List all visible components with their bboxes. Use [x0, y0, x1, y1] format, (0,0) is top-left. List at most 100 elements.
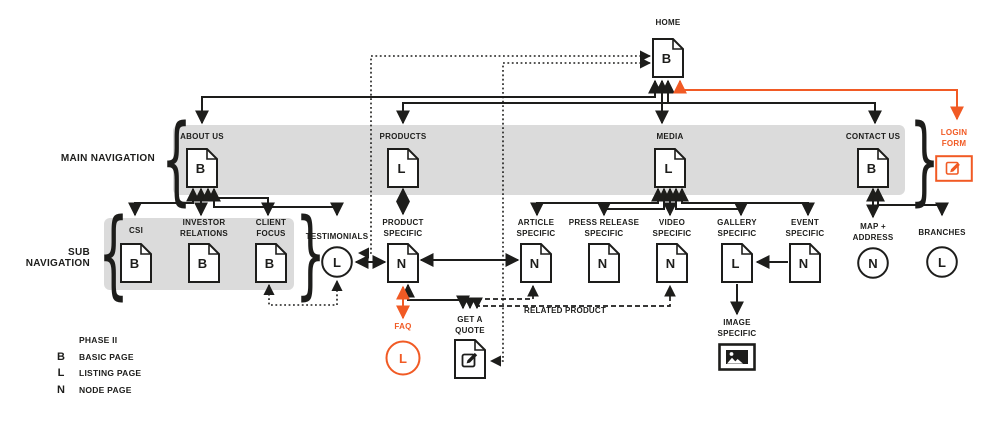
node-csi: CSI B [86, 225, 186, 283]
svg-text:L: L [333, 255, 341, 270]
svg-text:L: L [732, 256, 740, 271]
svg-text:B: B [662, 51, 671, 66]
page-icon: B [186, 148, 218, 188]
legend-item-node: N NODE PAGE [52, 382, 141, 399]
svg-text:B: B [198, 256, 207, 271]
node-testimonials-label: TESTIMONIALS [305, 232, 369, 241]
node-home-label: HOME [655, 18, 681, 27]
svg-text:B: B [867, 161, 876, 176]
circle-icon: N [857, 247, 889, 279]
svg-text:B: B [265, 256, 274, 271]
svg-text:B: B [196, 161, 205, 176]
node-image-specific-label2: SPECIFIC [717, 329, 757, 338]
legend-item-listing-label: LISTING PAGE [79, 368, 142, 379]
page-icon: N [387, 243, 419, 283]
page-icon: N [789, 243, 821, 283]
page-icon: N [588, 243, 620, 283]
page-icon: B [652, 38, 684, 78]
node-gallery-specific-label2: SPECIFIC [717, 229, 757, 238]
node-gallery-specific: GALLERY SPECIFIC L [687, 217, 787, 283]
node-about-us: ABOUT US B [152, 131, 252, 188]
svg-text:L: L [665, 161, 673, 176]
node-client-focus: CLIENT FOCUS B [221, 217, 321, 283]
legend-item-listing: L LISTING PAGE [52, 365, 141, 382]
image-icon [718, 343, 756, 371]
node-about-us-label: ABOUT US [180, 132, 224, 141]
svg-text:L: L [399, 351, 407, 366]
node-event-specific-label: EVENT [791, 218, 819, 227]
node-video-specific-label2: SPECIFIC [652, 229, 692, 238]
node-product-specific: PRODUCT SPECIFIC N [353, 217, 453, 283]
page-icon: L [654, 148, 686, 188]
sub-navigation-label: SUB NAVIGATION [25, 247, 90, 269]
page-icon: L [721, 243, 753, 283]
node-product-specific-label: PRODUCT [382, 218, 424, 227]
node-gallery-specific-label: GALLERY [717, 218, 757, 227]
node-video-specific-label: VIDEO [658, 218, 686, 227]
node-media: MEDIA L [620, 131, 720, 188]
node-products: PRODUCTS L [353, 131, 453, 188]
node-product-specific-label2: SPECIFIC [383, 229, 423, 238]
node-faq: FAQ L [353, 321, 453, 376]
node-login-form: LOGIN FORM [916, 127, 992, 182]
node-get-a-quote-label2: QUOTE [455, 326, 485, 335]
node-login-form-label2: FORM [941, 139, 967, 148]
legend-item-node-label: NODE PAGE [79, 384, 132, 395]
node-investor-relations: INVESTOR RELATIONS B [154, 217, 254, 283]
node-image-specific: IMAGE SPECIFIC [687, 317, 787, 371]
node-get-a-quote-label: GET A [457, 315, 483, 324]
node-get-a-quote: GET A QUOTE [420, 314, 520, 379]
node-investor-relations-label: INVESTOR [182, 218, 226, 227]
legend-item-phase: PHASE II [52, 332, 141, 349]
page-icon: B [188, 243, 220, 283]
node-video-specific: VIDEO SPECIFIC N [622, 217, 722, 283]
svg-text:N: N [868, 256, 877, 271]
legend-basic-symbol: B [57, 350, 65, 363]
node-map-address-label: MAP + [860, 222, 886, 231]
page-icon: L [387, 148, 419, 188]
node-home: HOME B [618, 17, 718, 78]
edit-icon [935, 155, 973, 182]
node-contact-us: CONTACT US B [823, 131, 923, 188]
legend-listing-symbol: L [57, 367, 65, 380]
circle-icon: L [926, 246, 958, 278]
main-navigation-label: MAIN NAVIGATION [60, 153, 155, 164]
node-branches: BRANCHES L [892, 227, 992, 278]
legend: PHASE II B BASIC PAGE L LISTING PAGE N N… [52, 332, 141, 398]
node-media-label: MEDIA [656, 132, 684, 141]
svg-text:N: N [397, 256, 406, 271]
svg-text:L: L [938, 255, 946, 270]
page-icon: N [520, 243, 552, 283]
related-product-label: RELATED PRODUCT [524, 306, 606, 315]
node-testimonials: TESTIMONIALS L [287, 231, 387, 278]
node-csi-label: CSI [128, 226, 144, 235]
page-icon: N [656, 243, 688, 283]
node-branches-label: BRANCHES [918, 228, 966, 237]
svg-text:N: N [530, 256, 539, 271]
node-event-specific: EVENT SPECIFIC N [755, 217, 855, 283]
page-icon: B [857, 148, 889, 188]
svg-text:B: B [130, 256, 139, 271]
circle-icon: L [385, 340, 421, 376]
node-contact-us-label: CONTACT US [845, 132, 901, 141]
page-icon: B [120, 243, 152, 283]
node-investor-relations-label2: RELATIONS [180, 229, 228, 238]
node-client-focus-label: CLIENT [255, 218, 287, 227]
node-map-address: MAP + ADDRESS N [823, 221, 923, 279]
edit-page-icon [454, 339, 486, 379]
node-products-label: PRODUCTS [379, 132, 427, 141]
node-faq-label: FAQ [394, 322, 412, 331]
node-event-specific-label2: SPECIFIC [785, 229, 825, 238]
node-login-form-label: LOGIN [940, 128, 968, 137]
legend-item-basic-label: BASIC PAGE [79, 351, 134, 362]
page-icon: B [255, 243, 287, 283]
svg-text:L: L [398, 161, 406, 176]
legend-item-basic: B BASIC PAGE [52, 349, 141, 366]
node-client-focus-label2: FOCUS [256, 229, 286, 238]
node-map-address-label2: ADDRESS [852, 233, 894, 242]
node-image-specific-label: IMAGE [723, 318, 751, 327]
legend-item-phase-label: PHASE II [79, 335, 118, 346]
svg-text:N: N [666, 256, 675, 271]
